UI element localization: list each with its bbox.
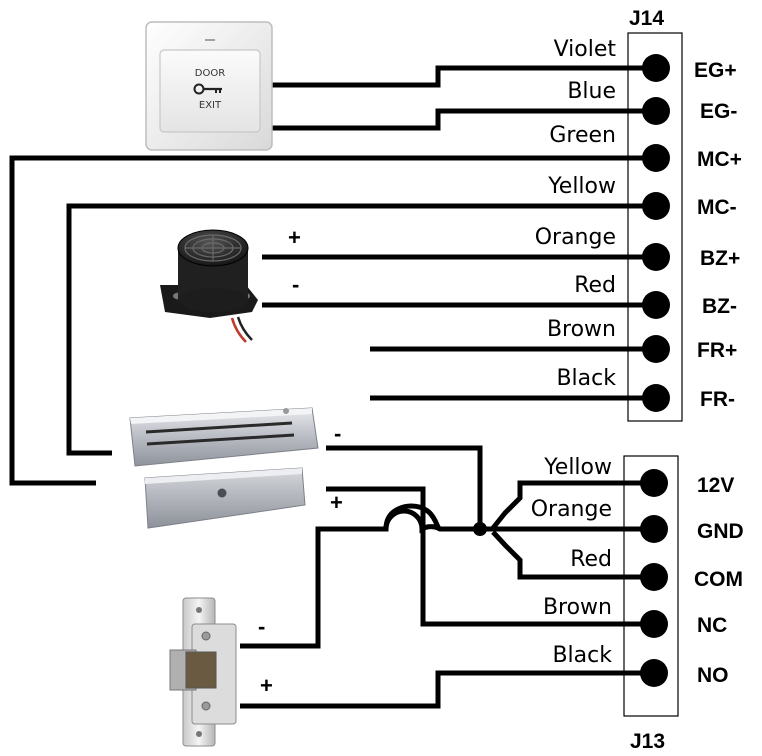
label-wire-black: Black	[556, 366, 616, 391]
terminal-mc-plus	[642, 144, 670, 172]
terminal-com	[640, 563, 668, 591]
pin-label-fr-plus: FR+	[697, 339, 737, 362]
exit-button: DOOR EXIT	[145, 21, 273, 151]
terminal-eg-minus	[642, 97, 670, 125]
terminal-mc-minus	[642, 192, 670, 220]
electric-strike: - +	[169, 597, 273, 747]
connector-j13-title: J13	[630, 730, 665, 753]
strike-minus-sign: -	[258, 614, 265, 639]
buzzer: + -	[160, 225, 301, 343]
label-wire-violet: Violet	[554, 37, 617, 62]
pin-label-gnd: GND	[697, 520, 744, 543]
pin-label-mc-plus: MC+	[697, 148, 742, 171]
j13-terminals	[640, 469, 668, 687]
j14-pin-labels: EG+ EG- MC+ MC- BZ+ BZ- FR+ FR-	[694, 59, 742, 411]
pin-label-fr-minus: FR-	[700, 388, 735, 411]
pin-label-no: NO	[697, 664, 729, 687]
maglock-plus-sign: +	[330, 490, 343, 515]
label-wire-brown: Brown	[547, 317, 616, 342]
pin-label-mc-minus: MC-	[697, 196, 737, 219]
pin-label-nc: NC	[697, 614, 727, 637]
label-j13-orange: Orange	[531, 497, 612, 522]
exit-button-door-text: DOOR	[195, 68, 225, 79]
label-j13-brown: Brown	[543, 595, 612, 620]
wire-yellow-j14	[66, 203, 656, 456]
wire-maglock-minus	[326, 445, 483, 529]
wire-brown-j13	[326, 486, 654, 627]
terminal-bz-minus	[642, 291, 670, 319]
wire-strike-minus	[240, 508, 442, 649]
label-wire-blue: Blue	[567, 79, 616, 104]
buzzer-grille	[184, 234, 242, 262]
exit-button-exit-text: EXIT	[199, 100, 222, 111]
j14-terminals	[642, 54, 670, 412]
j13-pin-labels: 12V GND COM NC NO	[694, 474, 744, 687]
wire-black-j13	[240, 670, 654, 709]
terminal-fr-minus	[642, 384, 670, 412]
label-j13-black: Black	[552, 643, 612, 668]
terminal-bz-plus	[642, 243, 670, 271]
terminal-eg-plus	[642, 54, 670, 82]
maglock: - +	[129, 407, 343, 529]
wire-hop	[383, 503, 442, 532]
label-wire-orange: Orange	[535, 225, 616, 250]
label-wire-yellow: Yellow	[547, 174, 616, 199]
j13-wire-labels: Yellow Orange Red Brown Black	[524, 455, 614, 668]
pin-label-com: COM	[694, 568, 743, 591]
wire-violet-j14	[270, 65, 656, 88]
pin-label-eg-minus: EG-	[700, 100, 737, 123]
label-j13-yellow: Yellow	[543, 455, 612, 480]
wire-blue-j14	[270, 108, 656, 131]
wire-green-j14	[9, 155, 656, 486]
connector-j14-title: J14	[629, 7, 664, 30]
j14-wire-labels: Violet Blue Green Yellow Orange Red Brow…	[535, 37, 617, 391]
wire-yellow-j13	[491, 480, 654, 530]
key-icon	[193, 83, 222, 95]
junction-dot	[473, 522, 487, 536]
pin-label-12v: 12V	[697, 474, 734, 497]
pin-label-bz-plus: BZ+	[700, 247, 740, 270]
label-wire-green: Green	[549, 123, 616, 148]
label-wire-red: Red	[574, 273, 616, 298]
strike-plus-sign: +	[260, 673, 273, 698]
terminal-no	[640, 659, 668, 687]
wire-red-j13	[491, 530, 654, 580]
terminal-gnd	[640, 515, 668, 543]
buzzer-minus-sign: -	[292, 272, 299, 297]
pin-label-bz-minus: BZ-	[702, 295, 737, 318]
terminal-nc	[640, 610, 668, 638]
pin-label-eg-plus: EG+	[694, 59, 737, 82]
terminal-fr-plus	[642, 335, 670, 363]
label-j13-red: Red	[570, 547, 612, 572]
terminal-12v	[640, 469, 668, 497]
buzzer-plus-sign: +	[288, 225, 301, 250]
maglock-minus-sign: -	[334, 421, 341, 446]
